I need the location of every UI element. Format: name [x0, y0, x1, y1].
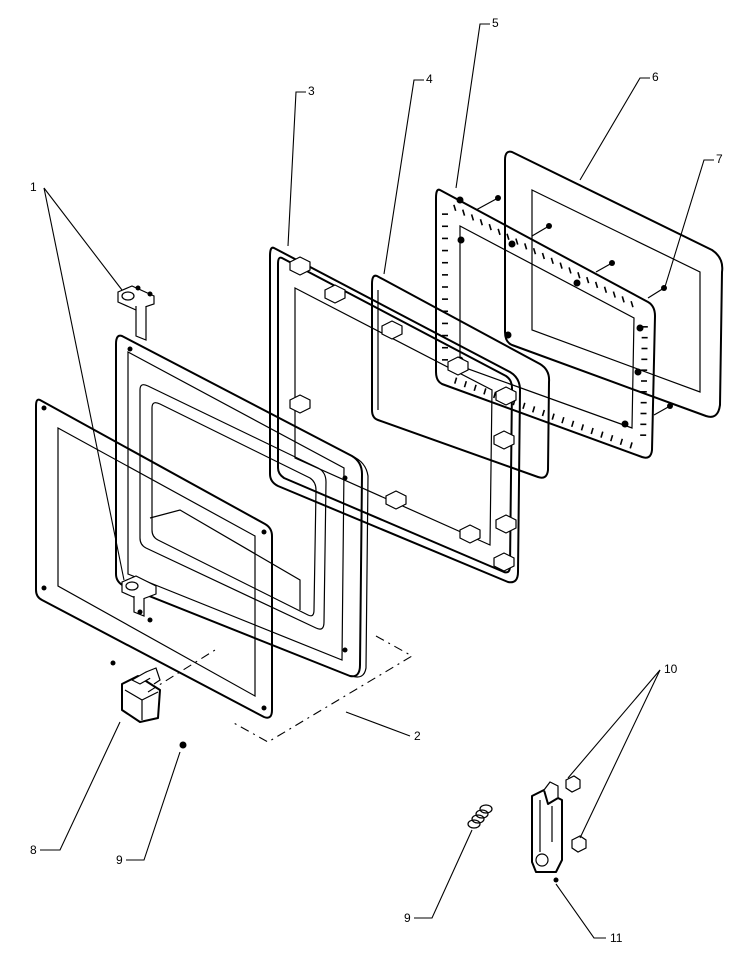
- callout-9-left: 9: [116, 853, 123, 867]
- frame-tick: [594, 281, 599, 289]
- callout-10: 10: [664, 662, 678, 676]
- frame-tab: [495, 386, 517, 406]
- frame-tick: [506, 233, 510, 240]
- frame-tab: [493, 430, 515, 450]
- frame-tick: [612, 291, 616, 298]
- leader-lines: [40, 23, 714, 939]
- frame-tick: [561, 416, 565, 424]
- callout-7: 7: [716, 152, 723, 166]
- frame-tick: [532, 247, 537, 255]
- frame-tick: [497, 228, 501, 236]
- frame-tick: [492, 391, 497, 399]
- frame-tick: [515, 238, 519, 245]
- frame-tick: [619, 438, 624, 446]
- frame-tick: [609, 434, 614, 442]
- front-plate: [35, 398, 273, 719]
- frame-tab: [324, 284, 346, 304]
- frame-tick: [483, 388, 487, 395]
- choke-frame-tabs: [442, 204, 648, 449]
- frame-tab: [495, 514, 517, 534]
- frame-tick: [550, 257, 554, 265]
- frame-tick: [580, 424, 585, 431]
- part-11-latch-assembly: [531, 781, 563, 883]
- frame-tick: [603, 286, 608, 293]
- callout-11: 11: [610, 931, 623, 945]
- callout-labels: 1 2 3 4 5 6 7 8 9 9 10 11: [30, 16, 723, 945]
- part-9-left-ball: [179, 741, 187, 749]
- frame-tick: [473, 384, 477, 392]
- frame-tick: [551, 413, 555, 420]
- callout-2: 2: [414, 729, 421, 743]
- frame-tick: [488, 223, 492, 231]
- frame-tick: [461, 209, 466, 216]
- part-5-choke-frame: [435, 188, 656, 459]
- callout-1: 1: [30, 180, 37, 194]
- frame-tick: [600, 431, 604, 438]
- door-frame-tabs: [289, 256, 517, 572]
- frame-tab: [459, 524, 481, 544]
- part-2-door-panel: [115, 334, 369, 678]
- part-4-inner-glass: [371, 274, 551, 479]
- part-1-hinges: [117, 285, 157, 623]
- part-10-nuts: [565, 775, 587, 853]
- frame-tick: [577, 272, 581, 279]
- frame-tick: [524, 243, 528, 250]
- frame-tab: [289, 256, 311, 276]
- part-3-door-frame: [269, 246, 521, 584]
- frame-tick: [586, 276, 590, 284]
- callout-4: 4: [426, 72, 433, 86]
- assembly-guide-lines: [147, 635, 414, 743]
- callout-3: 3: [308, 84, 315, 98]
- callout-8: 8: [30, 843, 37, 857]
- part-6-outer-glass: [504, 150, 724, 418]
- callout-5: 5: [492, 16, 499, 30]
- frame-tab: [289, 394, 311, 414]
- frame-tick: [541, 252, 546, 260]
- part-9-right-spring: [467, 804, 493, 829]
- frame-tick: [570, 420, 575, 428]
- frame-tick: [568, 267, 572, 274]
- frame-tick: [630, 300, 634, 308]
- frame-tick: [590, 427, 594, 435]
- frame-tick: [531, 406, 536, 413]
- frame-tab: [381, 320, 403, 340]
- callout-6: 6: [652, 70, 659, 84]
- frame-tick: [621, 296, 625, 303]
- callout-9-right: 9: [404, 911, 411, 925]
- frame-tick: [541, 409, 546, 417]
- frame-tick: [463, 380, 468, 388]
- part-8-latch-handle: [110, 660, 161, 723]
- frame-tab: [493, 552, 515, 572]
- frame-tick: [479, 219, 484, 226]
- frame-tab: [385, 490, 407, 510]
- frame-tick: [559, 262, 563, 269]
- frame-tick: [522, 402, 526, 410]
- frame-tick: [453, 204, 457, 212]
- frame-tick: [629, 442, 633, 449]
- frame-tab: [447, 356, 469, 376]
- frame-tick: [470, 214, 475, 221]
- part-7-screws: [475, 195, 673, 416]
- frame-tick: [453, 377, 458, 384]
